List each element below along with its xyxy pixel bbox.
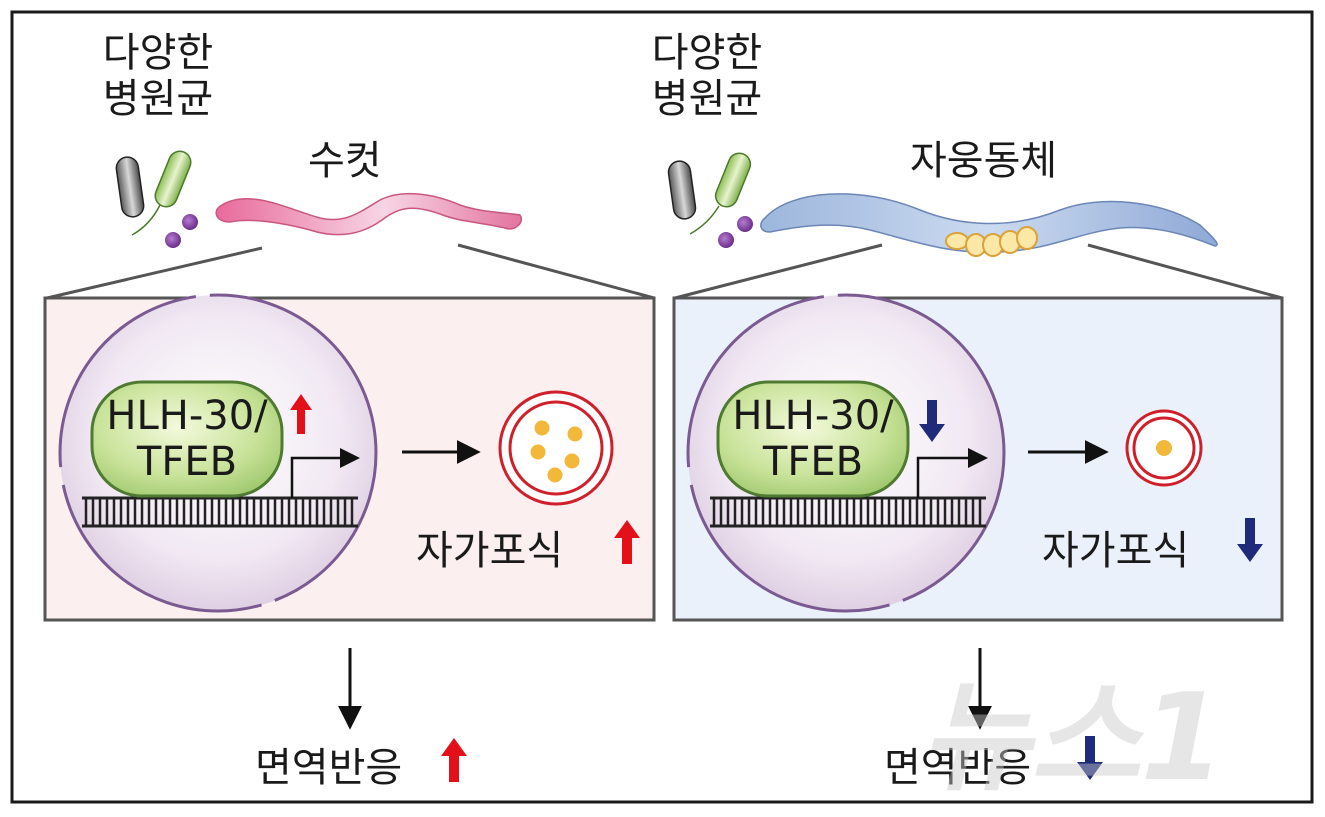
tfeb-protein-left [90,380,284,498]
pathogen-label-line: 병원균 [651,76,763,122]
gene-label-left: HLH-30/ TFEB [92,393,282,485]
immune-label-left: 면역반응 [255,745,403,791]
autophagosome-small-icon [1125,409,1203,487]
autophagy-label-left: 자가포식 [416,528,564,574]
autophagy-label-right: 자가포식 [1042,528,1190,574]
outer-frame [10,10,1314,804]
immune-down-arrow [1077,736,1103,780]
pathogen-icon-right [667,152,753,248]
hermaphrodite-worm-icon [760,193,1218,257]
gene-label-right: HLH-30/ TFEB [718,393,908,485]
pathogen-icon-left [115,150,198,248]
pathogen-label-left: 다양한 병원균 [58,30,258,122]
pathogen-label-right: 다양한 병원균 [607,30,807,122]
gene-label-line: TFEB [762,439,864,485]
zoom-line [46,246,263,300]
gene-label-line: TFEB [136,439,238,485]
gene-label-line: HLH-30/ [106,393,268,439]
immune-label-right: 면역반응 [884,745,1032,791]
male-worm-icon [215,192,522,236]
pathogen-label-line: 병원균 [102,76,214,122]
transcription-arrow-left [290,448,360,498]
dna-strand-left [82,496,358,528]
zoom-line [457,243,655,300]
gene-up-arrow [290,394,312,434]
transcription-arrow-right [916,448,988,498]
immune-up-arrow [441,738,467,782]
zoom-line [674,243,883,300]
pathogen-label-line: 다양한 [102,30,214,76]
autophagy-down-arrow [1237,518,1263,562]
zoom-line [1087,243,1283,300]
autophagy-up-arrow [614,520,640,564]
nuclear-membrane [58,293,378,613]
gene-label-line: HLH-30/ [732,393,894,439]
organism-label-male: 수컷 [308,138,382,184]
organism-label-hermaphrodite: 자웅동체 [910,138,1058,184]
dna-strand-right [710,496,986,528]
gene-down-arrow [919,400,945,442]
tfeb-protein-right [716,380,910,498]
watermark-logo: 뉴스1 [920,669,1225,808]
autophagosome-large-icon [498,390,614,506]
pathogen-label-line: 다양한 [651,30,763,76]
nuclear-membrane [686,293,1006,613]
